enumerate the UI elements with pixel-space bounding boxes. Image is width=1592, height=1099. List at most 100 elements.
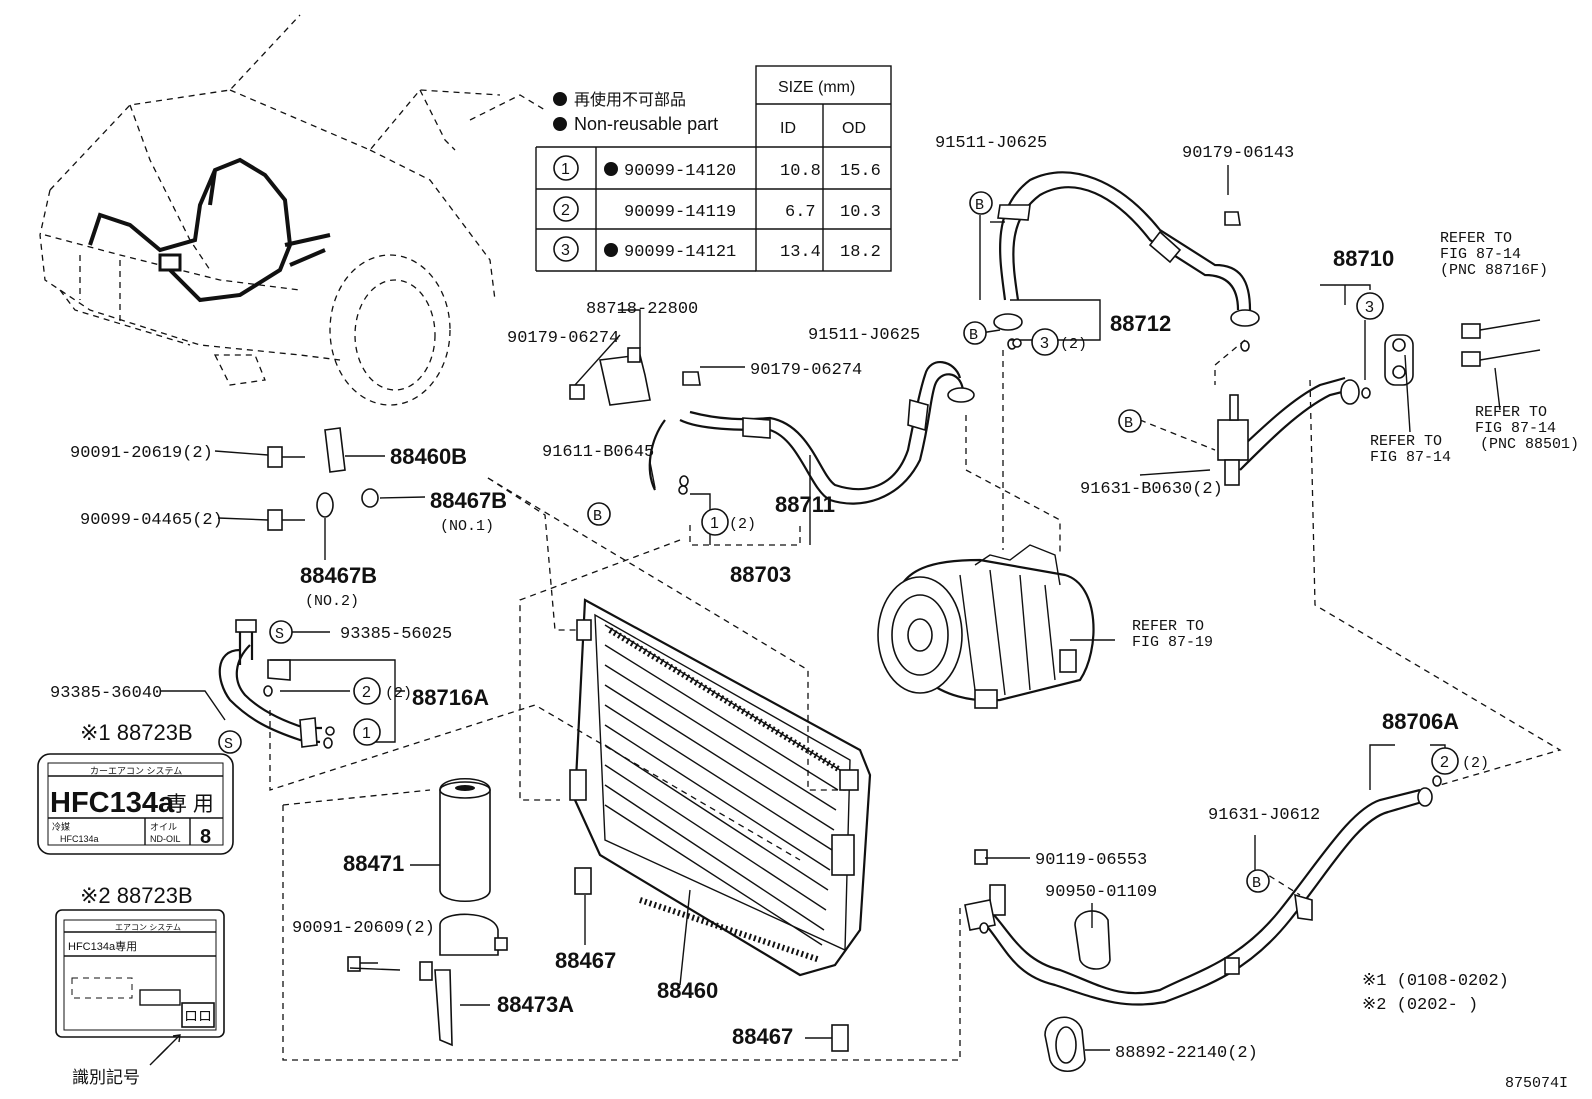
svg-text:S: S bbox=[224, 736, 233, 753]
legend-row-3: 3 90099-14121 13.4 18.2 bbox=[553, 236, 881, 262]
label-88892-22140: 88892-22140(2) bbox=[1115, 1044, 1258, 1063]
label-88467-bottom: 88467 bbox=[732, 1024, 793, 1049]
refer-88501-3: (PNC 88501) bbox=[1480, 436, 1579, 453]
label-91511-J0625-top: 91511-J0625 bbox=[935, 134, 1047, 153]
marker-2-88716A: 2 bbox=[353, 677, 381, 705]
label-88467B-no2-sub: (NO.2) bbox=[305, 593, 359, 610]
sticker1-header: カーエアコン システム bbox=[90, 766, 182, 776]
fasteners bbox=[263, 211, 1442, 1052]
legend-row-od: 10.3 bbox=[840, 203, 881, 222]
refer-87-14-2: FIG 87-14 bbox=[1370, 449, 1451, 466]
legend-row-mark: 1 bbox=[561, 161, 570, 178]
label-90179-06143: 90179-06143 bbox=[1182, 144, 1294, 163]
label-88711: 88711 bbox=[775, 492, 835, 517]
label-88723B-2: ※2 88723B bbox=[80, 883, 193, 908]
sensor-and-grommets bbox=[964, 884, 1111, 1073]
svg-text:S: S bbox=[275, 626, 284, 643]
label-88718-22800: 88718-22800 bbox=[586, 300, 698, 319]
nonreusable-en-label: Non-reusable part bbox=[574, 114, 718, 134]
b-s-markers: B B B B B S S bbox=[218, 191, 1270, 893]
label-88703: 88703 bbox=[730, 562, 791, 587]
label-90950-01109: 90950-01109 bbox=[1045, 883, 1157, 902]
note-1: ※1 (0108-0202) bbox=[1362, 972, 1509, 991]
assembly-guide-lines bbox=[269, 339, 1562, 1061]
sticker1-r1l: 冷媒 bbox=[52, 821, 70, 832]
legend-row-od: 15.6 bbox=[840, 162, 881, 181]
label-88723B-1: ※1 88723B bbox=[80, 720, 193, 745]
b-marker: B bbox=[1118, 409, 1142, 433]
label-90119-06553: 90119-06553 bbox=[1035, 851, 1147, 870]
refer-88501-2: FIG 87-14 bbox=[1475, 420, 1556, 437]
b-marker: B bbox=[1246, 869, 1270, 893]
refer-87-14-1: REFER TO bbox=[1370, 433, 1442, 450]
legend-row-part: 90099-14121 bbox=[624, 243, 736, 262]
sticker1-r1m: オイル bbox=[150, 822, 177, 832]
sticker2-main: HFC134a専用 bbox=[68, 940, 137, 953]
svg-text:3: 3 bbox=[1365, 299, 1374, 316]
label-91611-B0645: 91611-B0645 bbox=[542, 443, 654, 462]
label-93385-56025: 93385-56025 bbox=[340, 625, 452, 644]
figure-number: 875074I bbox=[1505, 1075, 1568, 1092]
size-header: SIZE (mm) bbox=[778, 79, 855, 96]
refer-87-19-2: FIG 87-19 bbox=[1132, 634, 1213, 651]
legend-row-mark: 2 bbox=[561, 202, 570, 219]
compressor-drawing bbox=[877, 544, 1095, 709]
sticker1-num: 8 bbox=[200, 826, 211, 848]
svg-text:3: 3 bbox=[1040, 335, 1049, 352]
sticker1-main: HFC134a bbox=[50, 787, 175, 819]
label-88467B-no1-sub: (NO.1) bbox=[440, 518, 494, 535]
legend-row-1: 1 90099-14120 10.8 15.6 bbox=[553, 155, 881, 181]
condenser-88460 bbox=[569, 598, 872, 977]
id-mark-label: 識別記号 bbox=[72, 1068, 140, 1087]
svg-text:1: 1 bbox=[362, 725, 371, 742]
label-88460: 88460 bbox=[657, 978, 718, 1003]
legend-row-mark: 3 bbox=[561, 242, 570, 259]
legend-row-2: 2 90099-14119 6.7 10.3 bbox=[553, 196, 881, 222]
sticker2-header: エアコン システム bbox=[115, 923, 181, 932]
label-88467B-no1: 88467B bbox=[430, 488, 507, 513]
label-90091-20619: 90091-20619(2) bbox=[70, 444, 213, 463]
label-90099-04465: 90099-04465(2) bbox=[80, 511, 223, 530]
marker-1-88703: 1 bbox=[701, 508, 729, 536]
leader-lines bbox=[160, 165, 1501, 1051]
svg-text:2: 2 bbox=[362, 684, 371, 701]
size-legend-table: 再使用不可部品 Non-reusable part SIZE (mm) ID O… bbox=[535, 65, 892, 272]
circled-markers: 1 3 3 2 1 2 bbox=[325, 292, 1459, 775]
legend-row-part: 90099-14120 bbox=[624, 162, 736, 181]
refer-88716F-1: REFER TO bbox=[1440, 230, 1512, 247]
sticker-88723B-1: カーエアコン システム HFC134a 専 用 冷媒 オイル HFC134a N… bbox=[37, 753, 234, 855]
pipes-and-hoses bbox=[218, 171, 1433, 1006]
refer-87-19-1: REFER TO bbox=[1132, 618, 1204, 635]
label-88467B-no2: 88467B bbox=[300, 563, 377, 588]
legend-row-od: 18.2 bbox=[840, 243, 881, 262]
svg-text:B: B bbox=[593, 508, 602, 525]
marker-3-88712: 3 bbox=[1031, 328, 1059, 356]
vehicle-outline-drawing bbox=[39, 14, 546, 406]
s-marker: S bbox=[269, 620, 293, 644]
label-88712: 88712 bbox=[1110, 311, 1171, 336]
sticker1-r2l: HFC134a bbox=[60, 834, 99, 844]
refer-88501-1: REFER TO bbox=[1475, 404, 1547, 421]
sticker2-box: ロロ bbox=[184, 1008, 212, 1024]
label-88460B: 88460B bbox=[390, 444, 467, 469]
qty-88703: (2) bbox=[729, 516, 756, 533]
marker-2-88706A: 2 bbox=[1431, 747, 1459, 775]
sticker-88723B-2: エアコン システム HFC134a専用 ロロ bbox=[55, 909, 225, 1066]
svg-text:B: B bbox=[969, 327, 978, 344]
qty-88706A: (2) bbox=[1462, 755, 1489, 772]
marker-3-88710: 3 bbox=[1356, 292, 1384, 320]
b-marker: B bbox=[969, 191, 993, 215]
marker-1-88716A: 1 bbox=[353, 718, 381, 746]
part-labels: 88718-22800 90179-06274 90179-06274 9161… bbox=[50, 134, 1579, 1092]
b-marker: B bbox=[963, 321, 987, 345]
label-88706A: 88706A bbox=[1382, 709, 1459, 734]
label-91631-J0612: 91631-J0612 bbox=[1208, 806, 1320, 825]
svg-text:1: 1 bbox=[710, 515, 719, 532]
s-marker: S bbox=[218, 730, 242, 754]
svg-text:B: B bbox=[1124, 415, 1133, 432]
label-88467-mid: 88467 bbox=[555, 948, 616, 973]
bracket-88473A bbox=[419, 913, 508, 1047]
sticker1-r2m: ND-OIL bbox=[150, 834, 181, 844]
b-marker: B bbox=[587, 502, 611, 526]
